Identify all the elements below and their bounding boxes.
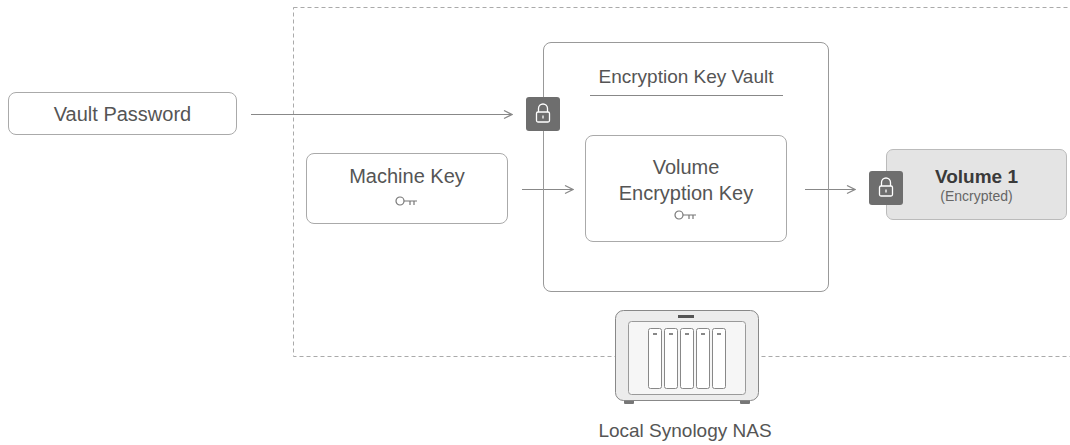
node-sublabel: (Encrypted) [940, 188, 1012, 205]
nas-device [616, 311, 759, 405]
heading-underline [590, 95, 783, 96]
key-vault-box: Encryption Key VaultVolume Encryption Ke… [543, 42, 829, 292]
node-label: Volume Encryption Key [606, 154, 766, 206]
node-label: Encryption Key Vault [599, 65, 774, 88]
arrow-connector [805, 189, 855, 190]
lock-icon [869, 171, 903, 205]
key-icon [674, 210, 698, 222]
node-label: Machine Key [349, 164, 465, 188]
nas-region-outline [294, 8, 1070, 357]
node-label: Vault Password [54, 102, 191, 126]
node-label: Volume 1 [935, 165, 1018, 188]
nas-region: Local Synology NASMachine KeyEncryption … [293, 7, 1070, 357]
region-label: Local Synology NAS [598, 419, 771, 442]
process-box: Volume Encryption Key [585, 135, 787, 242]
process-box: Volume 1(Encrypted) [886, 149, 1067, 220]
arrow-connector [251, 114, 512, 115]
lock-icon [526, 97, 560, 131]
process-box: Vault Password [8, 92, 237, 135]
key-icon [395, 196, 419, 208]
process-box: Machine Key [306, 153, 508, 224]
arrow-connector [522, 189, 573, 190]
